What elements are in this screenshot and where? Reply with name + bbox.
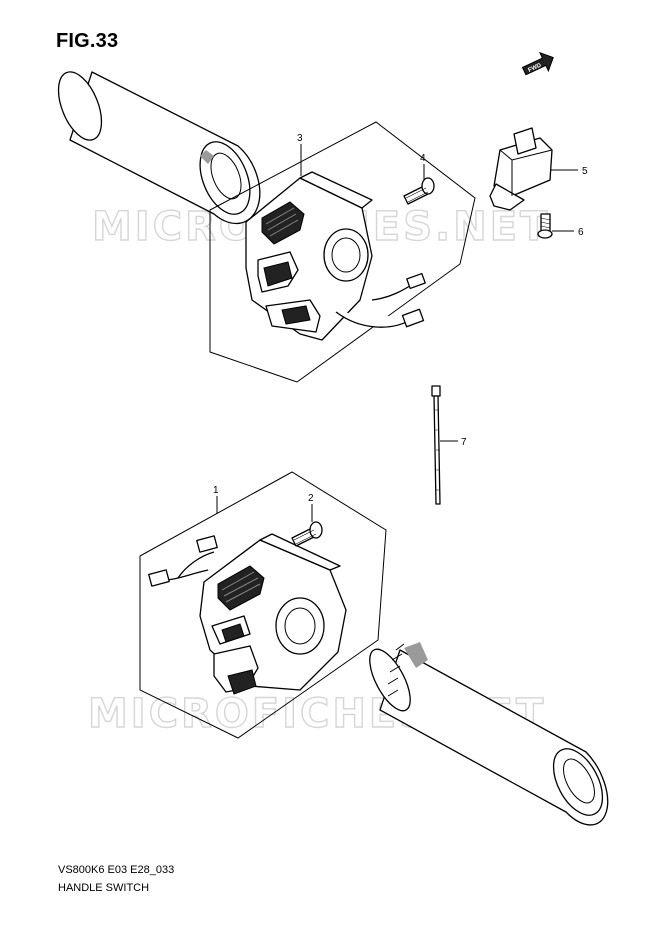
left-handle-switch-assembly (148, 533, 347, 695)
callout-5: 5 (582, 166, 588, 177)
cable-tie-part-7 (431, 385, 441, 505)
left-handle-switch-box (139, 471, 387, 739)
brake-switch-part-5 (489, 127, 553, 211)
diagram-code: VS800K6 E03 E28_033 (58, 864, 175, 876)
fwd-arrow-icon: FWD (521, 51, 554, 76)
throttle-grip (369, 642, 609, 826)
screw-part-2 (291, 521, 323, 547)
callout-6: 6 (578, 227, 584, 238)
diagram-name: HANDLE SWITCH (58, 882, 150, 894)
screw-part-4 (403, 177, 435, 205)
figure-title: FIG.33 (56, 30, 119, 52)
callout-3: 3 (297, 133, 303, 144)
fwd-label: FWD (527, 62, 543, 73)
callout-1: 1 (213, 485, 219, 496)
right-handle-switch-box (209, 121, 476, 383)
screw-part-6 (537, 213, 553, 239)
callout-2: 2 (308, 493, 314, 504)
callout-4: 4 (420, 153, 426, 164)
left-handle-grip (57, 71, 261, 225)
right-handle-switch-assembly (245, 171, 426, 341)
callout-7: 7 (461, 437, 467, 448)
